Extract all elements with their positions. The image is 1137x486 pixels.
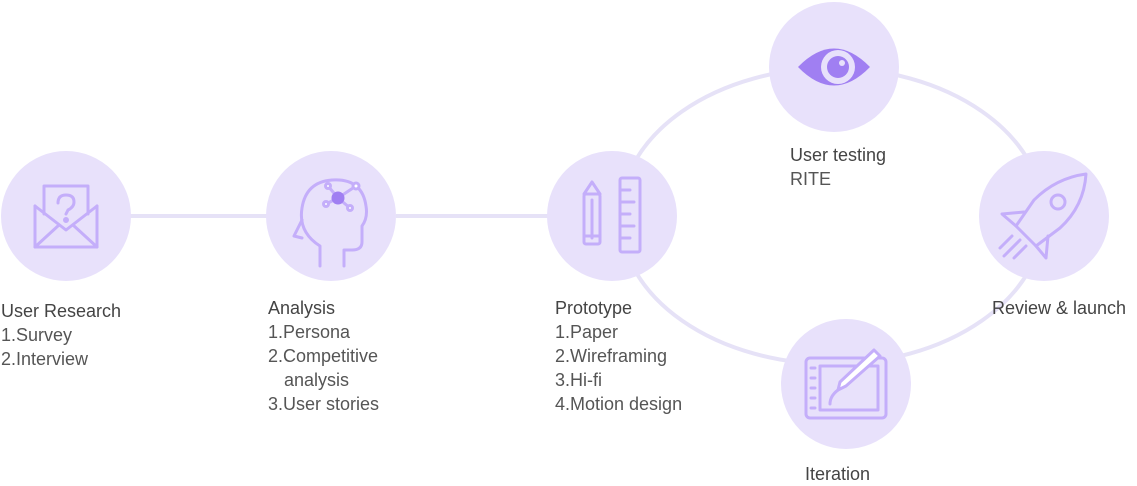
stage-circle-prototype (547, 151, 677, 281)
prototype-item: 4.Motion design (555, 394, 683, 414)
prototype-label: Prototype 1.Paper 2.Wireframing 3.Hi-fi … (555, 296, 682, 416)
launch-title: Review & launch (992, 298, 1127, 318)
prototype-item: 3.Hi-fi (555, 370, 603, 390)
research-item: 1.Survey (1, 325, 73, 345)
analysis-item: 3.User stories (268, 394, 380, 414)
analysis-title: Analysis (268, 298, 336, 318)
analysis-item: 2.Competitive (268, 346, 379, 366)
stage-circle-analysis (266, 151, 396, 281)
testing-title: User testing (790, 145, 887, 165)
stage-circle-launch (979, 151, 1109, 281)
stage-circle-research (1, 151, 131, 281)
rocket-icon (998, 172, 1088, 260)
research-title: User Research (1, 301, 122, 321)
prototype-item: 2.Wireframing (555, 346, 668, 366)
drawing-tablet-icon (804, 348, 888, 420)
testing-label: User testing RITE (790, 143, 886, 191)
prototype-item: 1.Paper (555, 322, 619, 342)
envelope-question-icon (33, 184, 99, 249)
testing-item: RITE (790, 169, 832, 189)
analysis-item: 1.Persona (268, 322, 351, 342)
eye-icon (798, 48, 870, 86)
analysis-label: Analysis 1.Persona 2.Competitive analysi… (268, 296, 379, 416)
prototype-title: Prototype (555, 298, 633, 318)
head-network-icon (292, 178, 368, 268)
iteration-label: Iteration (805, 462, 870, 486)
launch-label: Review & launch (992, 296, 1126, 320)
research-label: User Research 1.Survey 2.Interview (1, 299, 121, 371)
analysis-item: analysis (284, 370, 350, 390)
research-item: 2.Interview (1, 349, 89, 369)
pencil-ruler-icon (582, 176, 642, 254)
iteration-title: Iteration (805, 464, 871, 484)
